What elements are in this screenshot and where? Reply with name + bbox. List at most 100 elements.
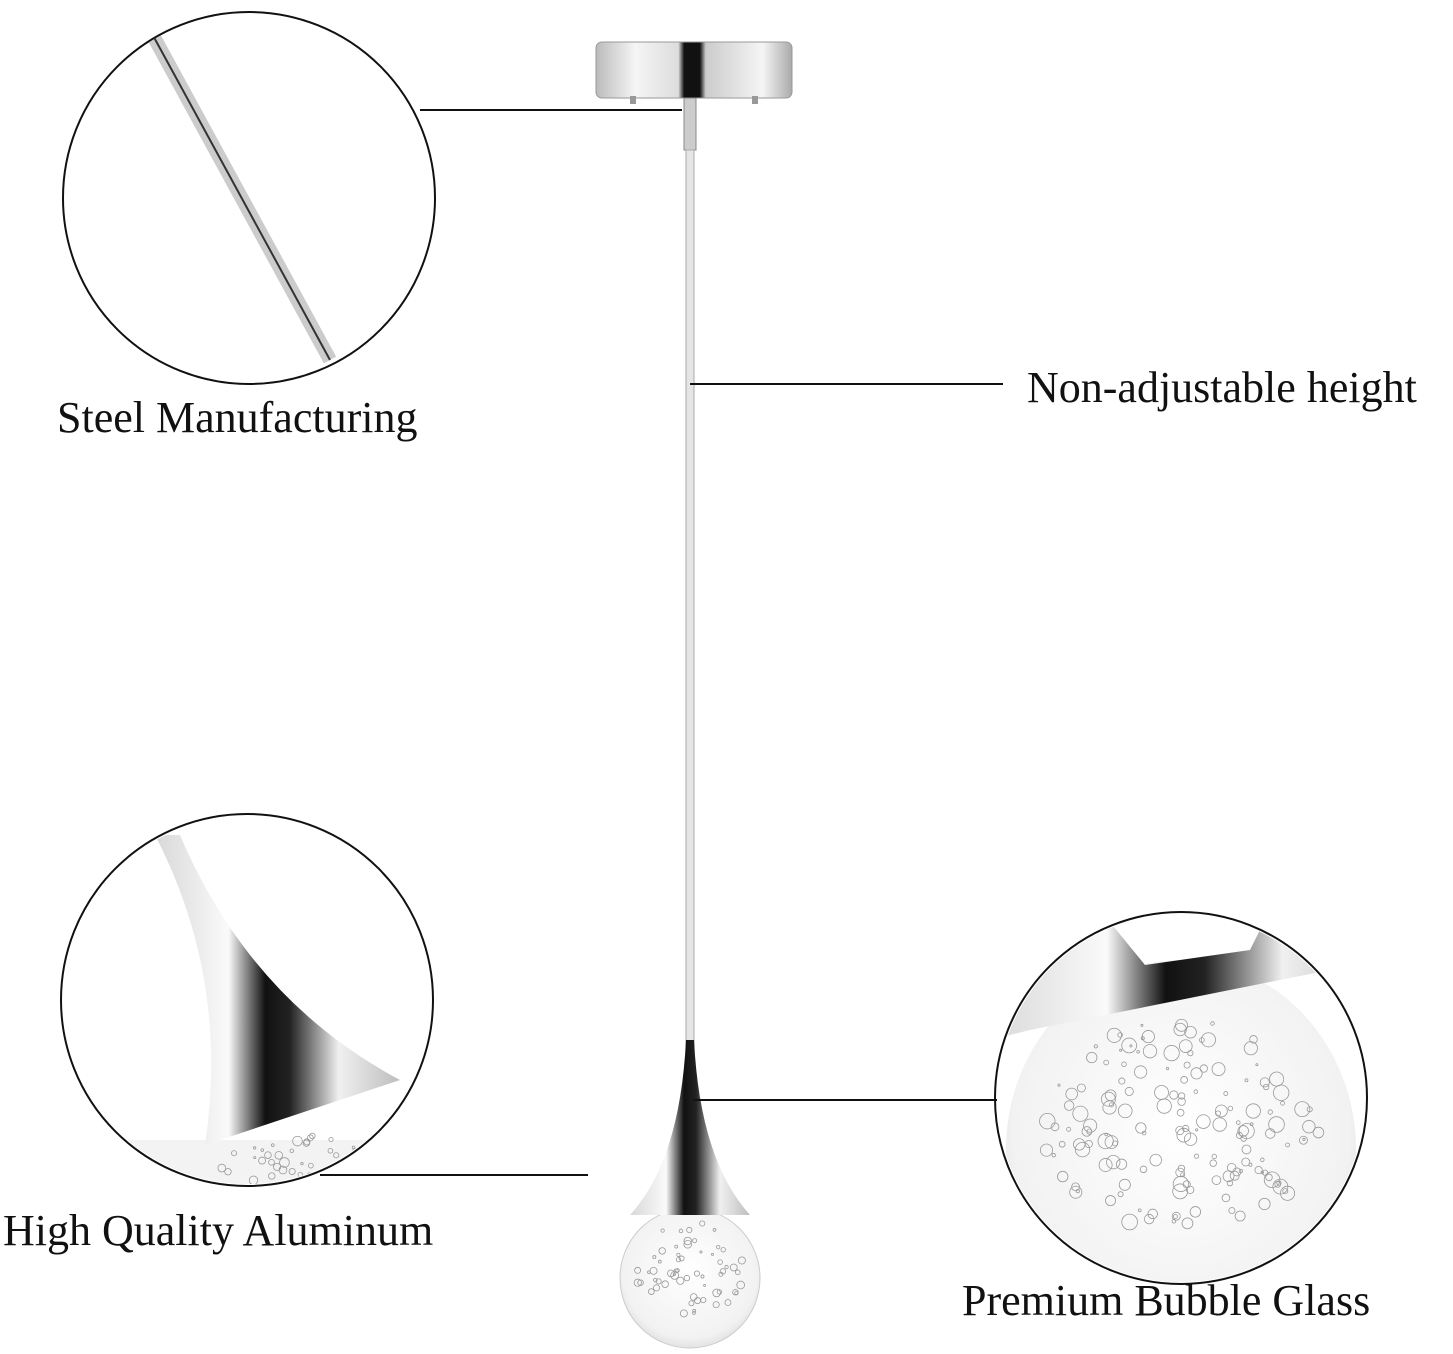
bubble <box>1244 1078 1249 1083</box>
bubble <box>224 1168 232 1176</box>
bubble <box>1083 1118 1098 1133</box>
bubble <box>1098 1158 1113 1172</box>
bubble <box>258 1156 267 1165</box>
bubble <box>693 1270 700 1277</box>
teardrop-pendant <box>619 1040 761 1349</box>
bubble <box>1183 1061 1191 1069</box>
bubble <box>729 1263 738 1272</box>
bubble <box>1276 1180 1282 1186</box>
bubble <box>1182 1124 1190 1133</box>
bubble <box>316 1178 322 1184</box>
bubble <box>1274 1181 1282 1188</box>
bubble <box>253 1146 257 1150</box>
bubble <box>658 1247 666 1255</box>
bubble <box>1196 1114 1211 1129</box>
bubble <box>660 1228 665 1233</box>
bubble <box>1074 1141 1091 1158</box>
bubble <box>1175 1018 1188 1032</box>
bubble <box>1163 1045 1180 1062</box>
bubble <box>1180 1076 1188 1084</box>
bubble <box>1235 1120 1241 1125</box>
bubble <box>678 1228 684 1234</box>
bubble <box>1211 1153 1217 1160</box>
bubble <box>712 1228 717 1232</box>
bubble <box>1210 1021 1215 1026</box>
bubble <box>1182 1180 1191 1189</box>
bubble <box>734 1290 739 1296</box>
bubble <box>667 1269 675 1278</box>
bubble <box>1121 1061 1127 1067</box>
bubble <box>683 1236 692 1246</box>
bubble <box>683 1239 692 1249</box>
bubble <box>1142 1044 1158 1059</box>
bubble <box>711 1252 714 1256</box>
bubble <box>1121 1037 1137 1054</box>
bubble <box>1180 1172 1186 1178</box>
bubble <box>1312 1126 1325 1139</box>
bubble <box>389 1156 394 1161</box>
bubble <box>231 1150 237 1157</box>
bubble <box>1143 1213 1155 1225</box>
bubble <box>274 1151 284 1160</box>
bubble <box>735 1269 741 1276</box>
bubble <box>380 1141 387 1148</box>
bubble <box>699 1220 706 1227</box>
bubble <box>1063 1100 1075 1111</box>
bubble <box>1171 1211 1181 1221</box>
bubble <box>1081 1126 1093 1137</box>
bubble <box>1065 1087 1078 1101</box>
bubble <box>1106 1027 1122 1043</box>
bubble <box>1187 1050 1194 1057</box>
bubble <box>716 1289 723 1295</box>
bubble <box>357 1176 366 1184</box>
bubble <box>1229 1170 1240 1181</box>
bubble <box>653 1277 658 1283</box>
bubble <box>333 1152 340 1159</box>
bubble <box>1212 1117 1227 1132</box>
bubble <box>703 1283 706 1287</box>
bubble <box>1258 1197 1271 1211</box>
bubble <box>1057 1170 1069 1183</box>
bubble <box>670 1271 680 1280</box>
bubble <box>1136 1050 1140 1054</box>
bubble <box>1057 1083 1061 1087</box>
bubble <box>1117 1191 1124 1198</box>
bubble <box>716 1245 721 1250</box>
bubble <box>364 1161 371 1169</box>
bubble <box>1058 1140 1066 1148</box>
bubble <box>1171 1219 1177 1224</box>
bubble <box>686 1226 693 1234</box>
bubble <box>1129 1044 1133 1048</box>
bubble <box>1139 1165 1148 1174</box>
non-adjustable-height-label: Non-adjustable height <box>1027 363 1417 412</box>
bubble <box>1116 1158 1128 1170</box>
bubble <box>1093 1044 1098 1049</box>
bubble <box>1302 1137 1306 1141</box>
bubble <box>683 1274 691 1282</box>
bubble <box>1259 1077 1270 1088</box>
bubble <box>278 1165 288 1175</box>
bubble <box>288 1167 296 1175</box>
bubble <box>1073 1138 1086 1151</box>
bubble <box>1294 1101 1311 1118</box>
bubble <box>1240 1135 1247 1142</box>
bubble <box>1280 1185 1296 1201</box>
bubble <box>1265 1128 1276 1139</box>
bubble <box>1260 1157 1265 1162</box>
bubble <box>260 1148 265 1152</box>
bubble <box>1077 1083 1086 1093</box>
bubble <box>309 1132 316 1140</box>
bubble <box>1112 1140 1119 1147</box>
bubble <box>676 1252 681 1257</box>
bubble <box>1147 1208 1158 1220</box>
bubble <box>349 1166 360 1176</box>
bubble <box>1172 1183 1189 1200</box>
bubble <box>1214 1104 1228 1118</box>
bubble <box>1222 1170 1235 1183</box>
glass-detail-callout <box>693 911 1368 1285</box>
bubble <box>1072 1105 1089 1122</box>
bubble <box>386 1158 391 1163</box>
bubble <box>1241 1157 1251 1167</box>
bubble <box>1141 1130 1147 1136</box>
bubble <box>1172 1214 1178 1219</box>
